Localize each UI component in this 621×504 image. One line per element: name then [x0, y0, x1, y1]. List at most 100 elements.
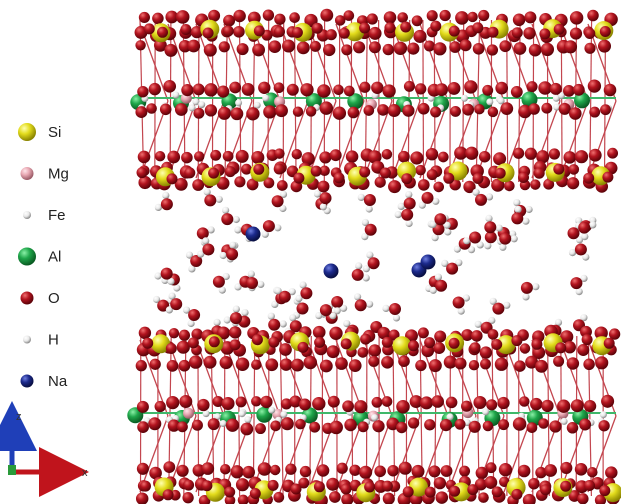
atom-o [472, 22, 484, 34]
atom-o [400, 21, 412, 33]
atom-o [472, 173, 484, 184]
atom-h [582, 253, 590, 261]
atom-o [218, 41, 230, 53]
atom-h [289, 314, 297, 322]
atom-o [480, 358, 491, 370]
atom-o [511, 488, 523, 500]
atom-o [135, 40, 146, 51]
atom-o [448, 25, 460, 37]
atom-h [154, 272, 162, 280]
atom-o [203, 43, 217, 57]
atom-o [492, 302, 505, 315]
atom-o [459, 465, 471, 477]
atom-h [392, 314, 401, 322]
atom-o [407, 417, 420, 429]
atom-h [453, 245, 461, 253]
atom-o [154, 150, 166, 162]
atom-h [489, 297, 497, 305]
atom-o [523, 27, 536, 40]
atom-o [166, 395, 180, 410]
atom-o [273, 82, 285, 94]
bond [422, 19, 425, 183]
atom-h [553, 103, 561, 111]
legend-label: Fe [48, 207, 66, 224]
atom-h [560, 417, 568, 425]
atom-o [153, 38, 167, 52]
atom-o [566, 177, 580, 190]
atom-o [344, 418, 357, 432]
atom-o [512, 417, 527, 431]
atom-h [485, 214, 493, 222]
atom-o [146, 103, 157, 114]
atom-o [222, 150, 234, 162]
atom-h [257, 280, 265, 288]
atom-o [237, 494, 249, 504]
atom-o [368, 344, 382, 357]
atom-o [607, 147, 619, 159]
atom-h [354, 293, 362, 301]
atom-h [441, 259, 449, 267]
atom-o [235, 478, 250, 492]
atom-h [522, 293, 530, 301]
atom-o [424, 486, 436, 498]
atom-o [478, 492, 489, 503]
atom-na [323, 263, 339, 279]
atom-o [207, 418, 220, 431]
atom-o [594, 326, 608, 340]
atom-o [398, 355, 410, 368]
atom-o [407, 42, 420, 55]
atom-o [503, 180, 515, 192]
atom-o [181, 83, 194, 97]
atom-o [498, 463, 513, 477]
atom-o [174, 103, 188, 116]
atom-o [187, 337, 199, 349]
atom-h [503, 301, 511, 309]
atom-o [286, 83, 299, 96]
atom-o [411, 464, 425, 478]
atom-h [218, 286, 226, 294]
atom-o [263, 105, 277, 119]
bond [139, 415, 169, 493]
atom-o [553, 163, 565, 175]
atom-o [411, 15, 423, 27]
atom-o [440, 465, 453, 477]
atom-o [183, 479, 195, 491]
atom-h [235, 99, 243, 107]
atom-o [257, 462, 272, 476]
atom-o [574, 243, 587, 256]
atom-o [279, 343, 292, 356]
atom-o [487, 26, 499, 38]
atom-na [245, 226, 261, 242]
atom-h [219, 251, 227, 260]
atom-o [334, 15, 346, 26]
atom-o [273, 163, 285, 175]
atom-o [201, 480, 213, 492]
atom-o [470, 330, 483, 342]
atom-o [240, 422, 254, 436]
atom-h [484, 242, 492, 250]
atom-o [255, 423, 266, 435]
atom-h [599, 411, 607, 419]
atom-o [267, 479, 279, 491]
atom-o [478, 150, 491, 163]
atom-o [341, 493, 354, 504]
atom-o [268, 40, 282, 54]
atom-o [329, 420, 343, 435]
atom-o [293, 172, 305, 184]
atom-o [225, 418, 240, 432]
atom-o [359, 22, 371, 34]
atom-o [333, 84, 344, 96]
atom-h [232, 305, 240, 313]
atom-o [282, 39, 296, 53]
legend-item-si: Si [18, 123, 61, 141]
atom-o [262, 9, 275, 21]
legend-swatch [18, 247, 36, 266]
atom-o [364, 481, 376, 493]
atom-h [485, 193, 494, 201]
atom-o [563, 341, 576, 354]
atom-mg [183, 407, 194, 419]
atom-o [265, 358, 279, 372]
atom-h [513, 199, 521, 207]
atom-h [366, 251, 374, 259]
